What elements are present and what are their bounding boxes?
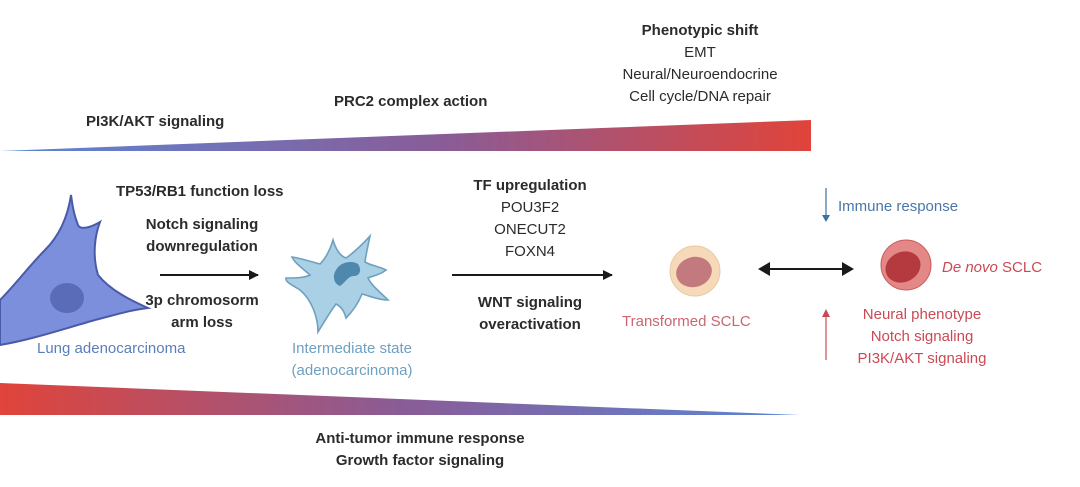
- step1-above-line: downregulation: [146, 238, 258, 255]
- factor-item: Neural phenotype: [862, 306, 982, 323]
- factors-up-arrow: [822, 309, 830, 360]
- step2-below-line: overactivation: [479, 316, 581, 333]
- de-novo-factors: Neural phenotype Notch signaling PI3K/AK…: [832, 304, 1012, 370]
- label-intermediate-state: Intermediate state (adenocarcinoma): [272, 338, 432, 382]
- bidirectional-arrow: [758, 262, 854, 276]
- factor-item: PI3K/AKT signaling: [857, 350, 987, 367]
- label-anti-tumor: Anti-tumor immune response: [315, 430, 525, 447]
- lung-adenocarcinoma-cell-icon: [0, 194, 152, 347]
- label-transformed-sclc: Transformed SCLC: [622, 313, 751, 330]
- immune-response-down-arrow: [822, 188, 830, 222]
- label-immune-response: Immune response: [838, 198, 959, 215]
- label-tp53-rb1: TP53/RB1 function loss: [116, 183, 284, 200]
- transformed-sclc-cell-icon: [669, 245, 721, 297]
- step2-below-line: WNT signaling: [477, 294, 583, 311]
- step2-below-arrow: WNT signaling overactivation: [450, 292, 610, 336]
- label-de-novo-sclc: De novo SCLC: [942, 257, 1042, 279]
- label-prc2: PRC2 complex action: [334, 93, 488, 110]
- step1-above-arrow: Notch signaling downregulation: [122, 214, 282, 258]
- phenotypic-item: Neural/Neuroendocrine: [622, 66, 778, 83]
- bottom-labels: Anti-tumor immune response Growth factor…: [300, 428, 540, 472]
- tf-upregulation-block: TF upregulation POU3F2 ONECUT2 FOXN4: [450, 175, 610, 263]
- top-gradient-wedge: [0, 120, 811, 151]
- tf-upregulation-title: TF upregulation: [473, 177, 587, 194]
- gene-label: POU3F2: [500, 199, 560, 216]
- gene-label: FOXN4: [504, 243, 555, 260]
- factor-item: Notch signaling: [870, 328, 974, 345]
- phenotypic-shift-title: Phenotypic shift: [641, 22, 759, 39]
- step1-below-line: arm loss: [171, 314, 233, 331]
- phenotypic-shift-block: Phenotypic shift EMT Neural/Neuroendocri…: [580, 20, 820, 108]
- de-novo-sclc-cell-icon: [880, 239, 932, 291]
- intermediate-line1: Intermediate state: [291, 340, 413, 357]
- step1-above-line: Notch signaling: [145, 216, 259, 233]
- intermediate-line2: (adenocarcinoma): [291, 362, 413, 379]
- intermediate-cell-icon: [285, 233, 390, 335]
- de-novo-italic: De novo: [942, 259, 998, 276]
- de-novo-rest: SCLC: [997, 259, 1043, 276]
- gene-label: ONECUT2: [494, 221, 566, 238]
- step1-below-arrow: 3p chromosorm arm loss: [122, 290, 282, 334]
- step1-below-line: 3p chromosorm: [145, 292, 259, 309]
- phenotypic-item: Cell cycle/DNA repair: [629, 88, 771, 105]
- bottom-gradient-wedge: [0, 383, 800, 415]
- label-pi3k-akt: PI3K/AKT signaling: [86, 113, 225, 130]
- label-lung-adenocarcinoma: Lung adenocarcinoma: [37, 340, 186, 357]
- phenotypic-item: EMT: [684, 44, 716, 61]
- label-growth-factor: Growth factor signaling: [335, 452, 505, 469]
